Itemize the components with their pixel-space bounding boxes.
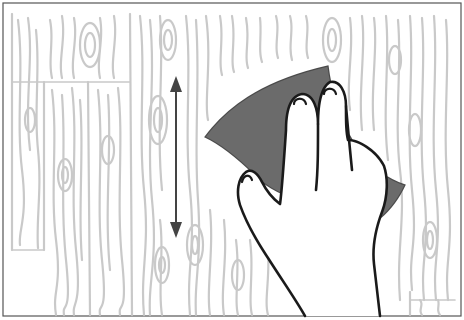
wood-grain-texture (10, 12, 456, 317)
hand-icon (236, 80, 389, 318)
vertical-double-arrow-icon (170, 76, 182, 238)
